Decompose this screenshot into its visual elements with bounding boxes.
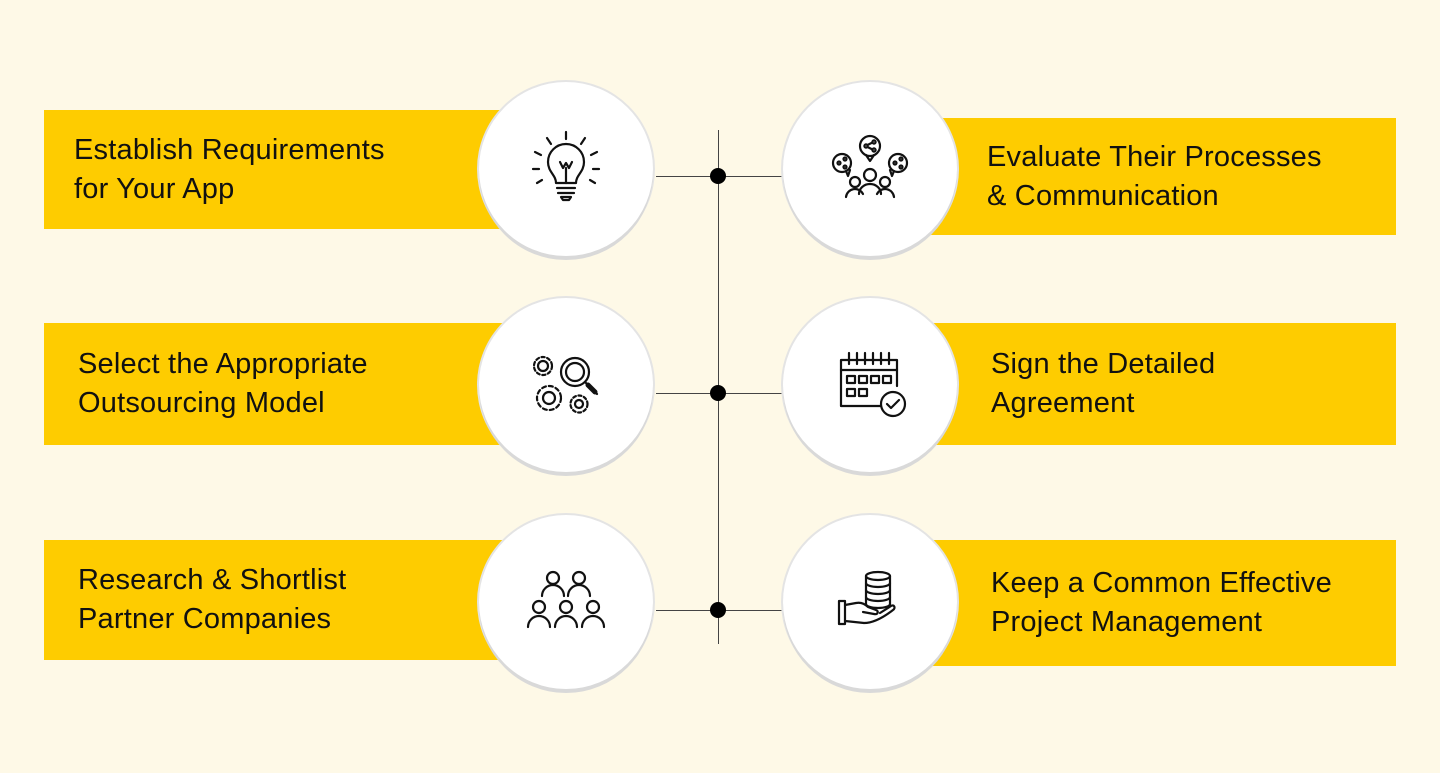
step-band-left-1: Establish Requirements for Your App bbox=[44, 110, 524, 229]
hand-coins-icon bbox=[837, 570, 896, 626]
step-band-left-3: Research & Shortlist Partner Companies bbox=[44, 540, 524, 660]
step-label: Research & Shortlist Partner Companies bbox=[78, 564, 347, 635]
step-band-right-1: Evaluate Their Processes & Communication bbox=[910, 118, 1396, 235]
step-label: Select the Appropriate Outsourcing Model bbox=[78, 348, 368, 419]
calendar-check-icon bbox=[839, 351, 907, 418]
icon-circle bbox=[783, 82, 957, 256]
timeline-dot bbox=[710, 168, 726, 184]
lightbulb-icon bbox=[531, 130, 601, 202]
step-label: Evaluate Their Processes & Communication bbox=[987, 140, 1322, 212]
icon-circle bbox=[479, 515, 653, 689]
team-group-icon bbox=[526, 570, 606, 629]
timeline-dot bbox=[710, 385, 726, 401]
icon-circle bbox=[479, 298, 653, 472]
timeline-dot bbox=[710, 602, 726, 618]
icon-circle bbox=[783, 298, 957, 472]
icon-circle bbox=[479, 82, 653, 256]
step-band-right-2: Sign the Detailed Agreement bbox=[910, 323, 1396, 445]
step-label: Sign the Detailed Agreement bbox=[991, 348, 1216, 419]
team-communication-icon bbox=[831, 134, 909, 199]
step-label: Establish Requirements for Your App bbox=[74, 133, 385, 205]
step-band-right-3: Keep a Common Effective Project Manageme… bbox=[910, 540, 1396, 666]
gears-magnifier-icon bbox=[532, 355, 599, 414]
icon-circle bbox=[783, 515, 957, 689]
step-band-left-2: Select the Appropriate Outsourcing Model bbox=[44, 323, 524, 445]
step-label: Keep a Common Effective Project Manageme… bbox=[991, 567, 1332, 638]
